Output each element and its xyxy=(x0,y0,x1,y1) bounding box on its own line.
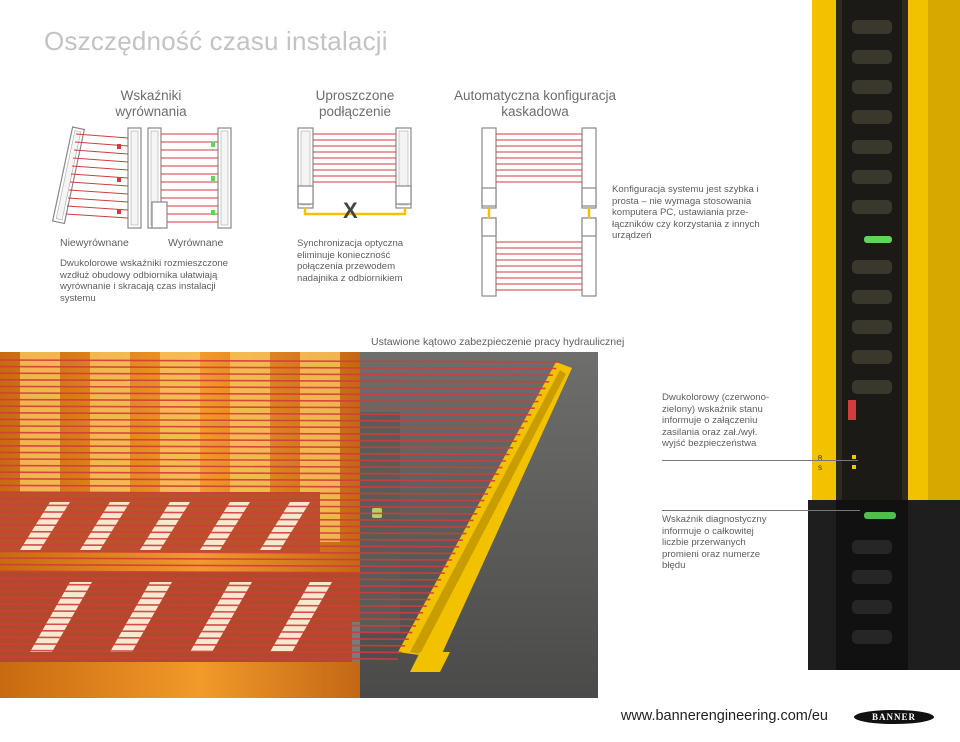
light-beam xyxy=(0,425,525,429)
light-beam xyxy=(0,438,517,442)
light-beam xyxy=(0,359,561,363)
light-beam xyxy=(0,537,463,541)
light-beam xyxy=(0,484,492,489)
heading-cascade: Automatyczna konfiguracja kaskadowa xyxy=(453,88,617,119)
light-beam xyxy=(0,418,528,423)
light-beam xyxy=(0,616,420,621)
light-beam xyxy=(0,629,413,634)
callout-diagnostic: Wskaźnik diagnostyczny informuje o całko… xyxy=(662,514,767,571)
alignment-diagram xyxy=(52,126,232,229)
heading-connection: Uproszczone podłączenie xyxy=(315,88,395,119)
aligned-pair xyxy=(147,127,232,229)
light-beam xyxy=(0,557,453,561)
light-beam xyxy=(0,524,471,528)
light-beam xyxy=(0,544,460,548)
light-curtain-device xyxy=(808,0,960,742)
light-beam xyxy=(0,431,521,436)
connection-diagram xyxy=(297,127,412,216)
photo-caption: Ustawione kątowo zabezpieczenie pracy hy… xyxy=(371,336,625,348)
light-beam xyxy=(0,398,539,403)
light-beam xyxy=(0,379,550,383)
page-title: Oszczędność czasu instalacji xyxy=(44,26,388,56)
light-beam xyxy=(0,471,499,475)
light-beam xyxy=(0,563,449,568)
misaligned-pair xyxy=(52,126,142,229)
light-beam xyxy=(0,577,442,581)
light-beam xyxy=(0,464,503,469)
light-beam xyxy=(0,636,409,641)
light-beam xyxy=(0,497,485,502)
light-beam xyxy=(0,445,514,449)
light-beam xyxy=(0,642,406,647)
light-beam xyxy=(0,583,438,588)
light-beam xyxy=(0,609,424,614)
light-beam xyxy=(0,511,478,515)
light-beam xyxy=(0,550,456,555)
light-beam xyxy=(0,603,427,607)
light-beam xyxy=(0,656,399,660)
light-beam xyxy=(0,570,445,574)
device-letter-r: R xyxy=(818,456,823,462)
light-beam xyxy=(0,365,557,370)
hydraulic-press-photo xyxy=(0,352,598,698)
no-cable-x-mark: X xyxy=(343,198,358,223)
callout-status-indicator: Dwukolorowy (czerwono-zielony) wskaźnik … xyxy=(662,392,770,449)
callout-line-status xyxy=(662,460,858,461)
light-beam xyxy=(0,451,510,456)
callout-line-diagnostic xyxy=(662,510,860,511)
light-beam xyxy=(0,491,489,495)
light-beam xyxy=(0,385,546,390)
light-beam xyxy=(0,412,532,416)
light-beam xyxy=(0,478,496,482)
light-beam xyxy=(0,405,535,409)
cascade-diagram xyxy=(481,127,597,297)
label-aligned: Wyrównane xyxy=(168,237,224,249)
banner-logo: BANNER xyxy=(854,710,934,724)
light-beam xyxy=(0,458,507,462)
cascade-description: Konfiguracja systemu jest szybka i prost… xyxy=(612,184,760,241)
label-misaligned: Niewyrównane xyxy=(60,237,129,249)
light-beam xyxy=(0,649,402,654)
light-beam xyxy=(0,530,467,535)
light-beam xyxy=(0,623,417,627)
light-beam xyxy=(0,517,474,522)
light-beam xyxy=(0,372,553,376)
light-beam xyxy=(0,504,481,508)
light-beam xyxy=(0,590,435,594)
light-beam xyxy=(0,392,543,396)
connection-description: Synchronizacja optyczna eliminuje koniec… xyxy=(297,238,404,284)
website-link[interactable]: www.bannerengineering.com/eu xyxy=(620,708,828,724)
light-beam xyxy=(0,596,431,601)
heading-alignment: Wskaźniki wyrównania xyxy=(115,88,187,119)
device-letter-s: S xyxy=(818,466,823,472)
alignment-description: Dwukolorowe wskaźniki rozmieszczone wzdł… xyxy=(60,258,228,304)
